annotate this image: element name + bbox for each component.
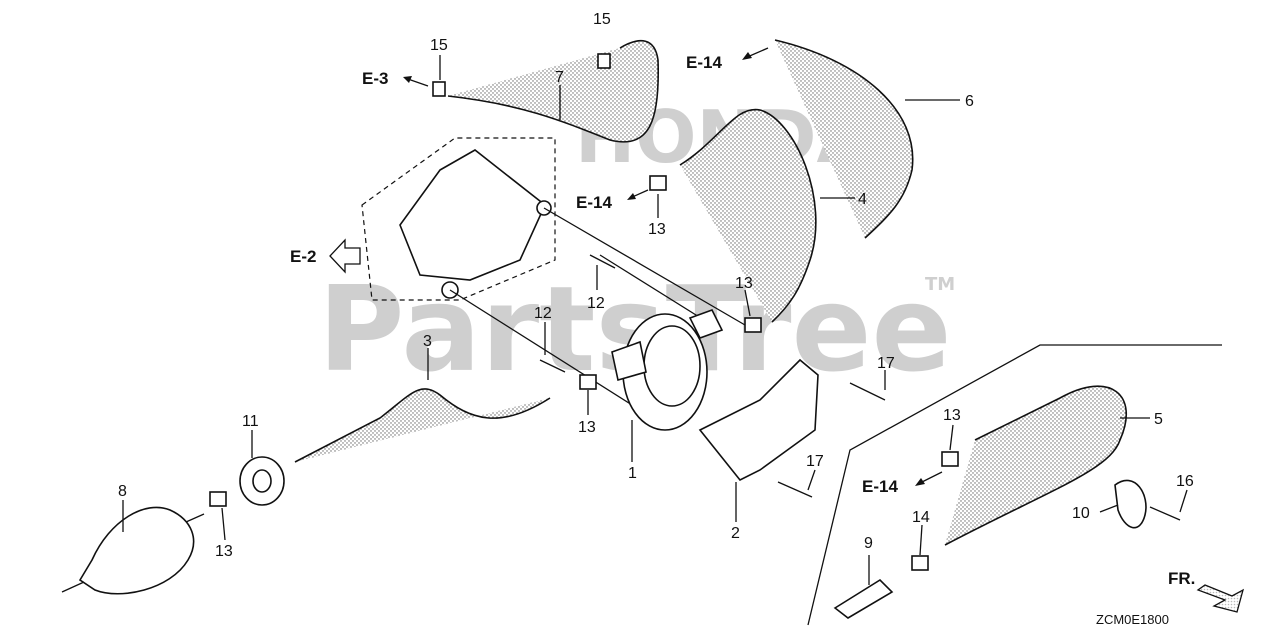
callout-13-middle[interactable]: 13 (578, 419, 596, 436)
callout-4[interactable]: 4 (858, 191, 867, 208)
front-direction-label: FR. (1168, 569, 1195, 588)
fuel-pump-cover (643, 325, 701, 407)
callout-6[interactable]: 6 (965, 93, 974, 110)
bolt-12-upper (589, 254, 616, 269)
hose-3 (294, 388, 551, 463)
reference-e14-lower[interactable]: E-14 (862, 477, 898, 496)
callout-13-filter[interactable]: 13 (215, 543, 233, 560)
callout-12-lower[interactable]: 12 (534, 305, 552, 322)
pump-bracket (698, 358, 819, 482)
callout-2[interactable]: 2 (731, 525, 740, 542)
callout-1[interactable]: 1 (628, 465, 637, 482)
callout-7[interactable]: 7 (555, 69, 564, 86)
callout-15-left[interactable]: 15 (430, 37, 448, 54)
bolt-group (539, 254, 1181, 521)
engine-outline (361, 137, 556, 301)
hose-4 (679, 108, 817, 323)
callout-17-lower[interactable]: 17 (806, 453, 824, 470)
callout-10[interactable]: 10 (1072, 505, 1090, 522)
grommet-hole (252, 469, 272, 493)
clamp-icon (744, 317, 762, 333)
fuel-filter (78, 506, 195, 595)
hose-joint (833, 578, 894, 619)
filter-inlet (185, 513, 205, 523)
callout-11[interactable]: 11 (242, 413, 259, 430)
clamp-icon (597, 53, 611, 69)
callout-13-right[interactable]: 13 (943, 407, 961, 424)
callout-5[interactable]: 5 (1154, 411, 1163, 428)
bolt-17-upper (849, 382, 886, 401)
reference-e2[interactable]: E-2 (290, 247, 316, 266)
bolt-12-lower (539, 359, 566, 373)
front-direction-arrow (1196, 584, 1245, 613)
clamp-icon (209, 491, 227, 507)
section-frame (807, 344, 1222, 626)
clamp-icon (911, 555, 929, 571)
clamp-icon (941, 451, 959, 467)
callout-8[interactable]: 8 (118, 483, 127, 500)
exploded-line (543, 207, 746, 326)
callout-16[interactable]: 16 (1176, 473, 1194, 490)
reference-e14-top[interactable]: E-14 (686, 53, 722, 72)
engine-casting (399, 149, 546, 281)
callout-14[interactable]: 14 (912, 509, 930, 526)
filter-outlet (61, 581, 85, 593)
reference-arrows (329, 47, 943, 486)
hose-6 (774, 39, 914, 239)
clamp-icon (432, 81, 446, 97)
fuel-pump-nozzle (611, 340, 647, 382)
reference-e14-middle[interactable]: E-14 (576, 193, 612, 212)
callout-13-top[interactable]: 13 (648, 221, 666, 238)
bolt-17-lower (777, 481, 813, 498)
hose-clip (1114, 479, 1147, 529)
callout-12-upper[interactable]: 12 (587, 295, 605, 312)
hose-5 (944, 385, 1128, 546)
reference-e3[interactable]: E-3 (362, 69, 388, 88)
diagram-code: ZCM0E1800 (1096, 612, 1169, 627)
clamp-icon (649, 175, 667, 191)
bolt-16 (1149, 506, 1181, 521)
callout-15-top[interactable]: 15 (593, 11, 611, 28)
clamp-group (209, 53, 959, 571)
fuel-pump-flange (688, 309, 724, 339)
clamp-icon (579, 374, 597, 390)
hose-7 (447, 39, 660, 143)
e2-arrow (329, 238, 361, 274)
trademark-symbol: TM (925, 274, 955, 295)
callout-9[interactable]: 9 (864, 535, 873, 552)
leader-lines (122, 55, 1188, 585)
callout-17-upper[interactable]: 17 (877, 355, 895, 372)
callout-13-pump[interactable]: 13 (735, 275, 753, 292)
callout-3[interactable]: 3 (423, 333, 432, 350)
